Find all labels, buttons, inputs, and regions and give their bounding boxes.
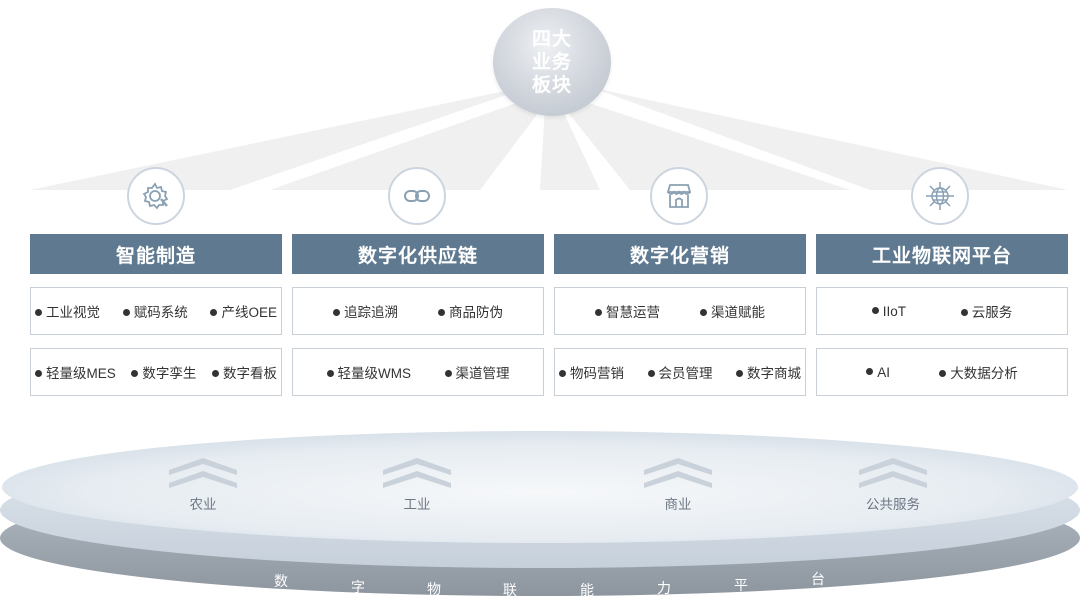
list-item: 大数据分析 <box>939 362 1018 382</box>
list-item: 云服务 <box>961 301 1013 321</box>
platform-title-char: 字 <box>351 579 365 595</box>
list-item: 数字孪生 <box>131 362 196 382</box>
hub-circle: 四大 业务 板块 <box>493 8 611 116</box>
list-item: 产线OEE <box>210 301 277 321</box>
pillar-4-row-2: AI 大数据分析 <box>816 348 1068 396</box>
list-item: 数字看板 <box>212 362 277 382</box>
list-item: 商品防伪 <box>438 301 503 321</box>
list-item: 赋码系统 <box>123 301 188 321</box>
chevron-up-icon <box>644 458 712 488</box>
chevron-up-icon <box>859 458 927 488</box>
sector-label-public-service: 公共服务 <box>866 497 920 512</box>
ray-1 <box>30 85 535 190</box>
platform-title-char: 联 <box>503 582 517 598</box>
platform-title-char: 平 <box>734 577 748 593</box>
pillar-3-row-1: 智慧运营 渠道赋能 <box>554 287 806 335</box>
list-item: 渠道赋能 <box>700 301 765 321</box>
platform-title-char: 数 <box>274 573 288 589</box>
pillar-title-digital-supply-chain: 数字化供应链 <box>292 234 544 274</box>
gear-icon <box>127 167 185 225</box>
list-item: 会员管理 <box>648 362 713 382</box>
list-item: IIoT <box>872 304 906 319</box>
list-item: 工业视觉 <box>35 301 100 321</box>
chevron-up-icon <box>169 458 237 488</box>
sector-label-commerce: 商业 <box>664 497 692 512</box>
pillar-1-row-2: 轻量级MES 数字孪生 数字看板 <box>30 348 282 396</box>
hub-rays <box>30 85 1068 190</box>
chevron-up-icon <box>383 458 451 488</box>
hub-title: 四大 业务 板块 <box>527 28 577 97</box>
platform-title-char: 能 <box>580 582 594 598</box>
hub-line: 四大 <box>531 28 572 50</box>
list-item: 轻量级WMS <box>327 362 412 382</box>
pillar-2-row-1: 追踪追溯 商品防伪 <box>292 287 544 335</box>
sector-label-industry: 工业 <box>403 497 431 512</box>
list-item: 数字商城 <box>736 362 801 382</box>
list-item: 轻量级MES <box>35 362 116 382</box>
pillar-title-digital-marketing: 数字化营销 <box>554 234 806 274</box>
ray-3 <box>540 105 600 190</box>
store-icon <box>650 167 708 225</box>
platform-title-char: 力 <box>657 580 671 596</box>
platform-top-layer <box>2 431 1078 543</box>
ray-4 <box>558 100 850 190</box>
ray-5 <box>585 85 1068 190</box>
platform-disc <box>0 431 1080 596</box>
pillar-title-smart-manufacturing: 智能制造 <box>30 234 282 274</box>
hub-line: 板块 <box>531 74 572 96</box>
pillar-1-row-1: 工业视觉 赋码系统 产线OEE <box>30 287 282 335</box>
platform-title-char: 物 <box>427 581 441 597</box>
hub-line: 业务 <box>531 51 572 73</box>
list-item: 物码营销 <box>559 362 624 382</box>
link-icon <box>388 167 446 225</box>
list-item: 智慧运营 <box>595 301 660 321</box>
sector-label-agriculture: 农业 <box>189 497 217 512</box>
platform-title-char: 台 <box>811 571 825 587</box>
ray-2 <box>270 100 548 190</box>
pillar-4-row-1: IIoT 云服务 <box>816 287 1068 335</box>
pillar-title-iiot-platform: 工业物联网平台 <box>816 234 1068 274</box>
list-item: 渠道管理 <box>445 362 510 382</box>
globe-network-icon <box>911 167 969 225</box>
pillar-3-row-2: 物码营销 会员管理 数字商城 <box>554 348 806 396</box>
list-item: AI <box>866 365 890 380</box>
pillar-2-row-2: 轻量级WMS 渠道管理 <box>292 348 544 396</box>
list-item: 追踪追溯 <box>333 301 398 321</box>
